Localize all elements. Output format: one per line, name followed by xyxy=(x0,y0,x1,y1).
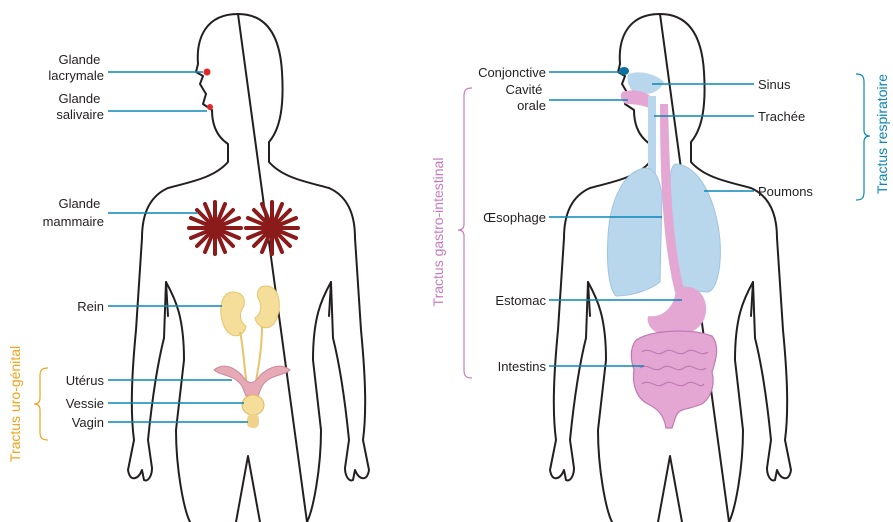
right-groin-line xyxy=(658,456,682,522)
bladder xyxy=(242,395,264,415)
conjunctiva-dot xyxy=(619,67,629,75)
label-glande-salivaire: Glande salivaire xyxy=(56,91,104,122)
label-cavite-orale: Cavité orale xyxy=(506,82,546,113)
left-organs xyxy=(189,69,298,429)
respiratory-title: Tractus respiratoire xyxy=(874,74,890,194)
label-glande-lacrymale: Glande lacrymale xyxy=(48,52,104,83)
label-conjonctive: Conjonctive xyxy=(478,65,546,80)
lacrimal-gland-dot xyxy=(204,69,211,76)
label-oesophage: Œsophage xyxy=(483,210,546,225)
mammary-gland-left xyxy=(189,202,241,254)
label-sinus: Sinus xyxy=(758,77,791,92)
urogenital-title: Tractus uro-génital xyxy=(7,346,23,462)
right-organs xyxy=(607,67,720,428)
urogenital-brace xyxy=(34,368,48,440)
label-rein: Rein xyxy=(77,299,104,314)
left-labels: Glande lacrymale Glande salivaire Glande… xyxy=(43,52,105,430)
intestines-shape xyxy=(631,331,716,428)
left-body-outline xyxy=(128,14,369,522)
salivary-gland-dot xyxy=(207,104,213,110)
label-vagin: Vagin xyxy=(72,415,104,430)
gastro-brace xyxy=(458,88,472,378)
label-uterus: Utérus xyxy=(66,373,105,388)
respiratory-brace xyxy=(856,74,870,200)
stomach-shape xyxy=(648,287,706,336)
uterus xyxy=(214,366,290,396)
label-vessie: Vessie xyxy=(66,396,104,411)
label-intestins: Intestins xyxy=(498,359,547,374)
kidney-left xyxy=(221,292,246,336)
gastro-title: Tractus gastro-intestinal xyxy=(430,158,446,307)
label-glande-mammaire: Glande mammaire xyxy=(43,196,104,229)
left-groin-line xyxy=(236,456,260,522)
mammary-gland-right xyxy=(246,202,298,254)
left-arm-gap xyxy=(166,282,331,316)
left-body-figure xyxy=(128,14,369,522)
vagina xyxy=(247,414,259,428)
label-estomac: Estomac xyxy=(495,293,546,308)
label-trachee: Trachée xyxy=(758,109,805,124)
label-poumons: Poumons xyxy=(758,184,813,199)
kidney-right xyxy=(255,286,279,328)
left-lung-shape xyxy=(607,168,662,296)
